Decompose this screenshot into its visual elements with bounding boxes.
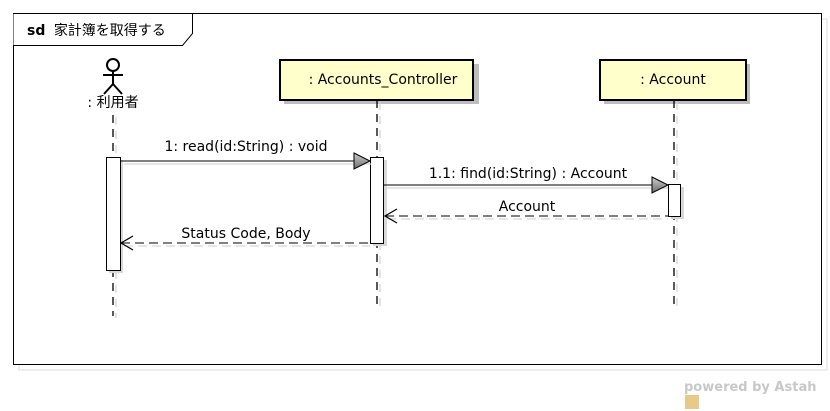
actor-label: : 利用者 — [87, 95, 138, 111]
return-status-label: Status Code, Body — [181, 226, 310, 242]
sequence-diagram: sd 家計簿を取得する : 利用者 : Accounts_Controller … — [13, 13, 828, 371]
astah-watermark: powered by Astah — [684, 380, 830, 411]
message-read-label: 1: read(id:String) : void — [164, 139, 327, 155]
frame-title: 家計簿を取得する — [54, 22, 166, 39]
lifeline-head-account[interactable] — [599, 59, 747, 101]
activation-account — [668, 184, 681, 217]
lifeline-label-accounts-controller: : Accounts_Controller — [309, 72, 458, 88]
message-read-arrowhead — [353, 152, 372, 170]
actor-icon — [103, 58, 123, 95]
return-status-arrowhead — [119, 235, 134, 251]
frame-title-tab — [13, 13, 193, 46]
frame-keyword: sd — [27, 23, 45, 39]
watermark-text: powered by Astah — [684, 380, 817, 395]
message-find-label: 1.1: find(id:String) : Account — [429, 166, 628, 182]
lifeline-label-account: : Account — [640, 72, 706, 88]
svg-text:sd 家計簿を取得する: sd 家計簿を取得する — [27, 22, 166, 39]
message-find-arrowhead — [651, 176, 670, 194]
return-account-arrowhead — [383, 208, 398, 224]
astah-logo-icon — [685, 395, 699, 409]
return-account-label: Account — [499, 199, 556, 215]
activation-actor — [106, 157, 121, 271]
lifeline-head-accounts-controller[interactable] — [279, 59, 474, 101]
activation-accounts-controller — [370, 157, 384, 244]
